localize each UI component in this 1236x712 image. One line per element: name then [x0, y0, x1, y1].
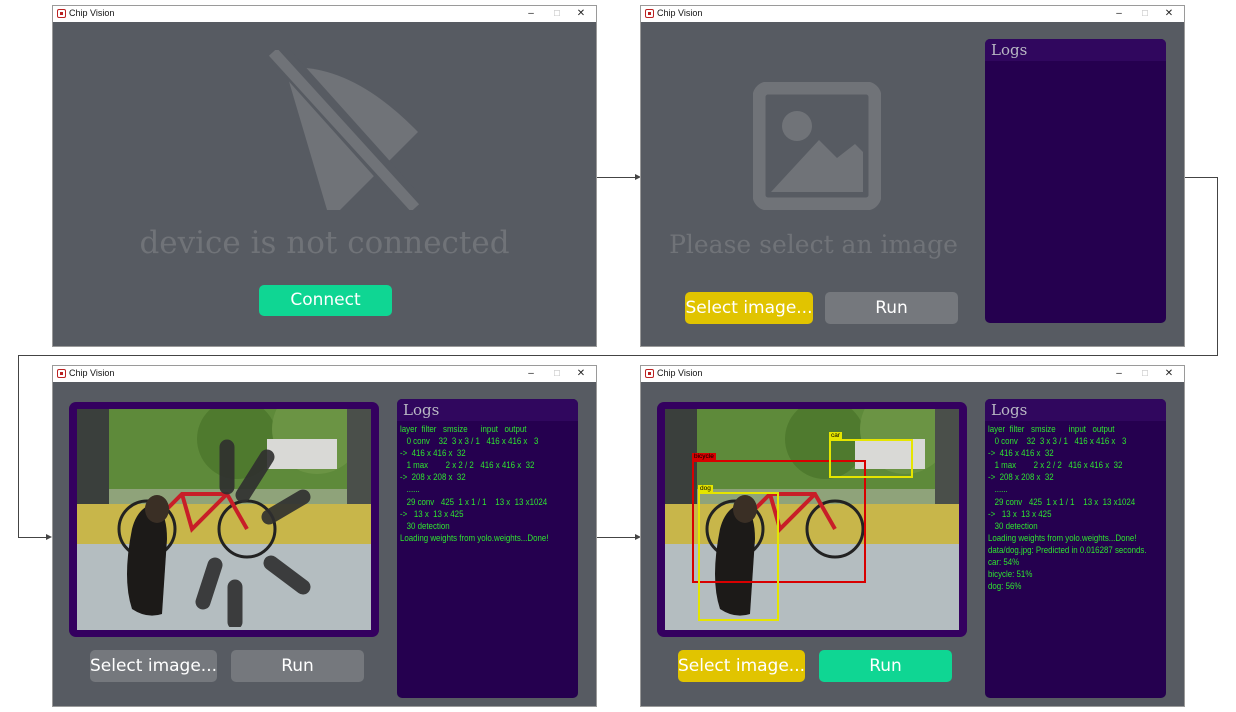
logs-title: Logs [985, 399, 1166, 421]
log-line: layer filter smsize input output [988, 424, 1115, 434]
detection-box-bicycle: bicycle [692, 453, 866, 583]
log-line: -> 416 x 416 x 32 [400, 448, 466, 459]
input-photo [77, 409, 371, 630]
log-line: data/dog.jpg: Predicted in 0.016287 seco… [988, 544, 1147, 555]
close-icon[interactable]: ✕ [576, 8, 586, 19]
log-line: 1 max 2 x 2 / 2 416 x 416 x 32 [988, 460, 1123, 471]
minimize-icon[interactable]: – [528, 368, 534, 379]
window-processing: Chip Vision – ☐ ✕ [52, 365, 597, 707]
maximize-icon[interactable]: ☐ [1141, 369, 1149, 378]
image-placeholder-icon [753, 82, 881, 210]
logs-panel: Logs layer filter smsize input output 0 … [397, 399, 578, 698]
detection-label: car [829, 432, 843, 440]
status-message: device is not connected [139, 225, 510, 261]
detection-box-dog: dog [698, 485, 779, 621]
maximize-icon[interactable]: ☐ [1141, 9, 1149, 18]
logs-output: layer filter smsize input output 0 conv … [985, 421, 1166, 592]
log-line: 0 conv 32 3 x 3 / 1 416 x 416 x 3 [400, 436, 539, 447]
window-title: Chip Vision [657, 8, 703, 18]
log-line: -> 208 x 208 x 32 [988, 472, 1054, 483]
log-line: car: 54% [988, 557, 1020, 568]
wifi-off-icon [268, 50, 420, 210]
close-icon[interactable]: ✕ [1164, 368, 1174, 379]
log-line: -> 416 x 416 x 32 [988, 448, 1054, 459]
log-line: 30 detection [400, 520, 450, 531]
window-title: Chip Vision [657, 368, 703, 378]
log-line: dog: 56% [988, 581, 1022, 592]
log-line: 30 detection [988, 520, 1038, 531]
log-line: bicycle: 51% [988, 569, 1033, 580]
maximize-icon[interactable]: ☐ [553, 9, 561, 18]
log-line: 0 conv 32 3 x 3 / 1 416 x 416 x 3 [988, 436, 1127, 447]
logs-title: Logs [397, 399, 578, 421]
chip-icon [645, 369, 654, 378]
log-line: Loading weights from yolo.weights...Done… [988, 532, 1137, 543]
image-frame: bicycle car dog [657, 402, 967, 637]
minimize-icon[interactable]: – [1116, 368, 1122, 379]
detection-box-car: car [829, 432, 913, 478]
logs-panel: Logs layer filter smsize input output 0 … [985, 399, 1166, 698]
log-line: 1 max 2 x 2 / 2 416 x 416 x 32 [400, 460, 535, 471]
log-line: layer filter smsize input output [400, 424, 527, 434]
logs-title: Logs [985, 39, 1166, 61]
minimize-icon[interactable]: – [1116, 8, 1122, 19]
connect-button[interactable]: Connect [259, 285, 392, 316]
window-title: Chip Vision [69, 8, 115, 18]
window-title: Chip Vision [69, 368, 115, 378]
title-bar[interactable]: Chip Vision – ☐ ✕ [53, 6, 596, 22]
log-line: Loading weights from yolo.weights...Done… [400, 532, 549, 543]
window-select-image: Chip Vision – ☐ ✕ Please select an image… [640, 5, 1185, 347]
chip-icon [645, 9, 654, 18]
status-message: Please select an image [669, 230, 958, 259]
log-line: -> 13 x 13 x 425 [988, 508, 1052, 519]
chip-icon [57, 369, 66, 378]
run-button[interactable]: Run [825, 292, 958, 324]
title-bar[interactable]: Chip Vision – ☐ ✕ [641, 366, 1184, 382]
chip-icon [57, 9, 66, 18]
select-image-button[interactable]: Select image... [90, 650, 217, 682]
minimize-icon[interactable]: – [528, 8, 534, 19]
close-icon[interactable]: ✕ [1164, 8, 1174, 19]
log-line: ...... [400, 484, 420, 495]
log-line: -> 13 x 13 x 425 [400, 508, 464, 519]
logs-output: layer filter smsize input output 0 conv … [397, 421, 578, 544]
window-disconnected: Chip Vision – ☐ ✕ device is not connecte… [52, 5, 597, 347]
detection-label: dog [698, 485, 713, 493]
run-button[interactable]: Run [231, 650, 364, 682]
close-icon[interactable]: ✕ [576, 368, 586, 379]
log-line: -> 208 x 208 x 32 [400, 472, 466, 483]
detection-label: bicycle [692, 453, 716, 461]
image-frame [69, 402, 379, 637]
window-result: Chip Vision – ☐ ✕ [640, 365, 1185, 707]
title-bar[interactable]: Chip Vision – ☐ ✕ [641, 6, 1184, 22]
logs-panel: Logs [985, 39, 1166, 323]
run-button[interactable]: Run [819, 650, 952, 682]
loading-spinner-icon [195, 439, 311, 627]
result-photo: bicycle car dog [665, 409, 959, 630]
title-bar[interactable]: Chip Vision – ☐ ✕ [53, 366, 596, 382]
select-image-button[interactable]: Select image... [678, 650, 805, 682]
log-line: 29 conv 425 1 x 1 / 1 13 x 13 x1024 [988, 496, 1136, 507]
maximize-icon[interactable]: ☐ [553, 369, 561, 378]
log-line: ...... [988, 484, 1008, 495]
select-image-button[interactable]: Select image... [685, 292, 813, 324]
log-line: 29 conv 425 1 x 1 / 1 13 x 13 x1024 [400, 496, 548, 507]
